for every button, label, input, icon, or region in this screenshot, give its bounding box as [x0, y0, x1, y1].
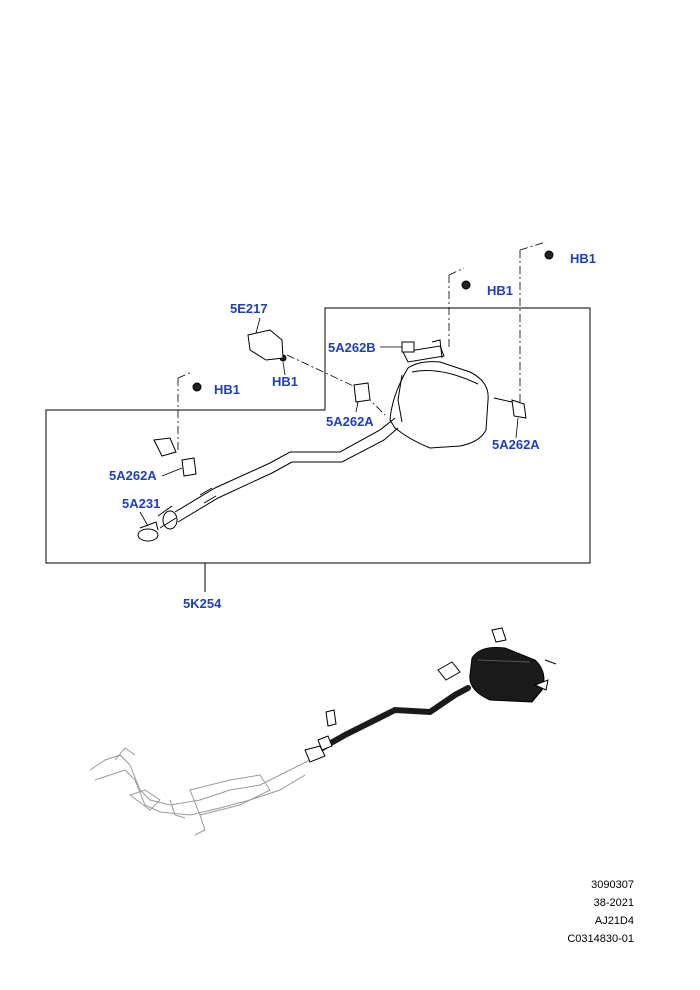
callout-5a262b[interactable]: 5A262B [328, 340, 376, 355]
metadata-line-3: AJ21D4 [594, 915, 634, 927]
leader-lines [139, 317, 519, 527]
callout-5a262a-left[interactable]: 5A262A [109, 468, 157, 483]
muffler-drawing [389, 339, 489, 449]
full-system-dark [304, 627, 557, 763]
callout-hb1-left[interactable]: HB1 [214, 382, 241, 397]
assembly-bracket [45, 307, 591, 592]
callout-5a262a-right[interactable]: 5A262A [492, 437, 540, 452]
callout-5e217[interactable]: 5E217 [230, 301, 268, 316]
hardware-parts [137, 250, 554, 542]
tailpipe-drawing [157, 417, 399, 530]
guide-lines [177, 241, 547, 450]
callout-5k254[interactable]: 5K254 [183, 596, 222, 611]
callout-5a231[interactable]: 5A231 [122, 496, 161, 511]
callout-hb1-mid[interactable]: HB1 [487, 283, 514, 298]
metadata-line-4: C0314830-01 [567, 933, 634, 945]
callout-hb1-top[interactable]: HB1 [570, 251, 597, 266]
full-system-drawing [89, 747, 311, 836]
metadata-line-2: 38-2021 [593, 897, 634, 909]
callout-5a262a-center[interactable]: 5A262A [326, 414, 374, 429]
callout-hb1-e217[interactable]: HB1 [272, 374, 299, 389]
metadata-line-1: 3090307 [591, 879, 634, 891]
